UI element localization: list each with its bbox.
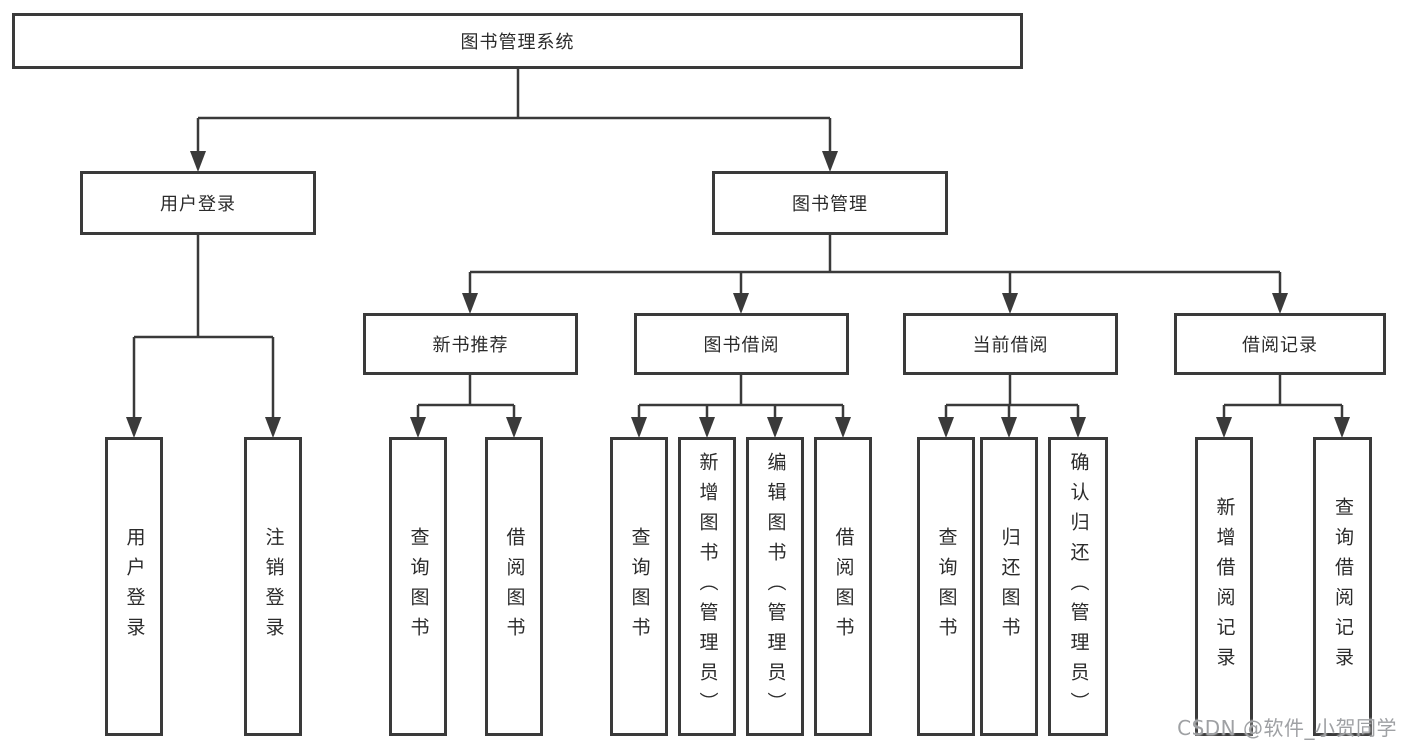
node-label: 图书管理 bbox=[792, 194, 868, 215]
leaf-query-borrow-record: 查询借阅记录 bbox=[1313, 437, 1372, 736]
leaf-confirm-return-admin: 确认归还（管理员） bbox=[1048, 437, 1108, 736]
connector-user-login-children bbox=[126, 235, 281, 438]
node-current-borrowing: 当前借阅 bbox=[903, 313, 1118, 375]
connector-new-book-recommend-children bbox=[410, 375, 522, 438]
leaf-logout: 注销登录 bbox=[244, 437, 302, 736]
node-root: 图书管理系统 bbox=[12, 13, 1023, 69]
leaf-add-borrow-record: 新增借阅记录 bbox=[1195, 437, 1253, 736]
leaf-borrow-books-recommend: 借阅图书 bbox=[485, 437, 543, 736]
leaf-query-books-recommend: 查询图书 bbox=[389, 437, 447, 736]
leaf-query-books-current: 查询图书 bbox=[917, 437, 975, 736]
leaf-user-login: 用户登录 bbox=[105, 437, 163, 736]
node-label: 图书借阅 bbox=[703, 335, 780, 356]
node-label: 查询图书 bbox=[628, 526, 651, 647]
node-user-login: 用户登录 bbox=[80, 171, 316, 235]
node-label: 借阅图书 bbox=[503, 526, 526, 647]
node-borrowing-records: 借阅记录 bbox=[1174, 313, 1386, 375]
node-label: 查询借阅记录 bbox=[1332, 496, 1354, 677]
connector-book-management-children bbox=[462, 235, 1288, 314]
node-label: 查询图书 bbox=[935, 526, 958, 647]
leaf-return-book: 归还图书 bbox=[980, 437, 1038, 736]
connector-current-borrowing-children bbox=[938, 375, 1086, 438]
csdn-watermark: CSDN @软件_小贺同学 bbox=[1177, 716, 1397, 740]
node-label: 图书管理系统 bbox=[460, 32, 575, 53]
node-book-management: 图书管理 bbox=[712, 171, 948, 235]
connector-borrowing-records-children bbox=[1216, 375, 1350, 438]
node-label: 注销登录 bbox=[262, 526, 285, 647]
node-label: 新增图书（管理员） bbox=[696, 451, 719, 722]
node-label: 归还图书 bbox=[998, 526, 1021, 647]
node-label: 借阅图书 bbox=[832, 526, 855, 647]
node-label: 编辑图书（管理员） bbox=[764, 451, 787, 722]
node-new-book-recommend: 新书推荐 bbox=[363, 313, 578, 375]
node-label: 查询图书 bbox=[407, 526, 430, 647]
leaf-add-book-admin: 新增图书（管理员） bbox=[678, 437, 736, 736]
node-label: 确认归还（管理员） bbox=[1067, 451, 1090, 722]
node-book-borrowing: 图书借阅 bbox=[634, 313, 849, 375]
leaf-borrow-books-borrowing: 借阅图书 bbox=[814, 437, 872, 736]
connector-root-to-branches bbox=[190, 69, 838, 172]
node-label: 新增借阅记录 bbox=[1213, 496, 1236, 677]
node-label: 当前借阅 bbox=[972, 335, 1049, 356]
leaf-query-books-borrowing: 查询图书 bbox=[610, 437, 668, 736]
node-label: 借阅记录 bbox=[1242, 335, 1318, 356]
node-label: 用户登录 bbox=[123, 526, 146, 647]
node-label: 用户登录 bbox=[160, 194, 236, 215]
connector-book-borrowing-children bbox=[631, 375, 851, 438]
leaf-edit-book-admin: 编辑图书（管理员） bbox=[746, 437, 804, 736]
node-label: 新书推荐 bbox=[432, 335, 509, 356]
